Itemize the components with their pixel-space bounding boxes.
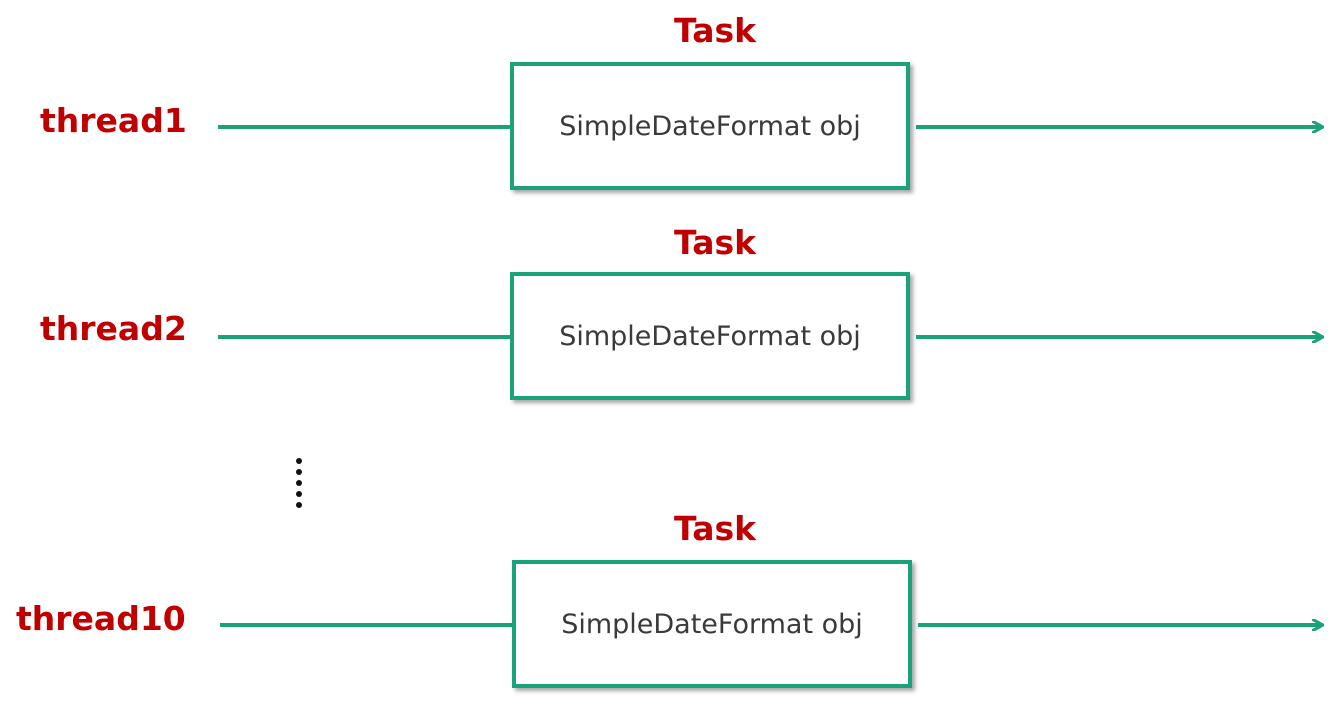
vertical-ellipsis-icon bbox=[296, 458, 304, 512]
task-label-1: Task bbox=[674, 11, 757, 50]
thread-label-2: thread2 bbox=[40, 309, 187, 348]
task-label-3: Task bbox=[674, 509, 757, 548]
task-object-1: SimpleDateFormat obj bbox=[559, 110, 861, 142]
task-box-3: SimpleDateFormat obj bbox=[512, 560, 912, 688]
thread-label-3: thread10 bbox=[16, 599, 186, 638]
task-box-2: SimpleDateFormat obj bbox=[510, 272, 910, 400]
task-object-3: SimpleDateFormat obj bbox=[561, 608, 863, 640]
task-label-2: Task bbox=[674, 223, 757, 262]
task-box-1: SimpleDateFormat obj bbox=[510, 62, 910, 190]
thread-label-1: thread1 bbox=[40, 101, 187, 140]
task-object-2: SimpleDateFormat obj bbox=[559, 320, 861, 352]
